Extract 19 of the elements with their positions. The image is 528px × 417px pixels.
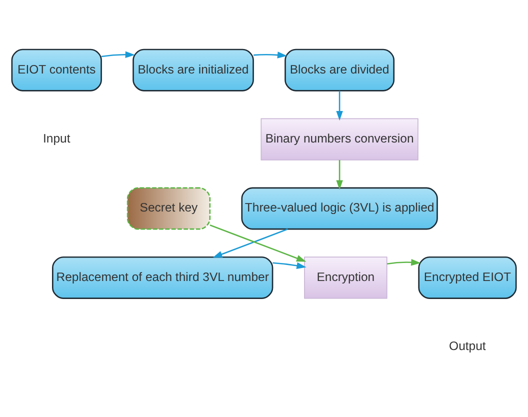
node-box: Encryption xyxy=(304,256,388,299)
arrow xyxy=(272,262,306,269)
node-box: Three-valued logic (3VL) is applied xyxy=(241,187,438,230)
node-box: Blocks are divided xyxy=(284,48,395,92)
node-box: Secret key xyxy=(126,187,211,230)
arrow xyxy=(386,258,421,266)
arrow xyxy=(210,224,306,262)
node-box: Replacement of each third 3VL number xyxy=(52,256,274,299)
arrow xyxy=(254,52,288,58)
node-label: Output xyxy=(449,339,486,354)
node-box: Encrypted EIOT xyxy=(418,256,517,299)
node-box: EIOT contents xyxy=(11,48,102,92)
arrow xyxy=(336,90,343,121)
arrow xyxy=(101,51,135,58)
arrow xyxy=(212,228,288,258)
node-box: Blocks are initialized xyxy=(132,48,254,92)
node-label: Input xyxy=(42,132,70,146)
arrow xyxy=(336,160,343,190)
node-box: Binary numbers conversion xyxy=(260,118,418,160)
